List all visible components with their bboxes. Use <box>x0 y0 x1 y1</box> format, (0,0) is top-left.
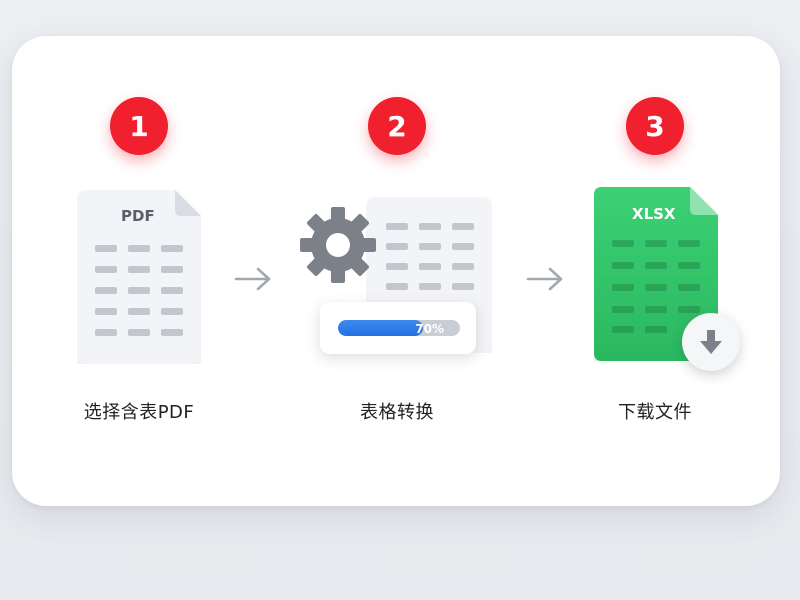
step-2-label: 表格转换 <box>360 402 434 423</box>
gear-icon <box>300 207 376 283</box>
step-1-label: 选择含表PDF <box>83 402 195 423</box>
arrow-right-icon <box>234 267 271 291</box>
step-3-number: 3 <box>645 109 665 143</box>
download-arrow-icon <box>700 330 722 354</box>
xlsx-document-icon[interactable]: XLSX <box>594 187 718 361</box>
arrow-right-icon <box>526 267 563 291</box>
xlsx-label: XLSX <box>632 205 676 223</box>
pdf-label: PDF <box>121 207 155 225</box>
step-1-number: 1 <box>129 109 149 143</box>
step-2-badge: 2 <box>368 97 426 155</box>
pdf-document-icon[interactable]: PDF <box>77 190 201 364</box>
step-2-number: 2 <box>387 109 407 143</box>
step-1-badge: 1 <box>110 97 168 155</box>
progress-bar: 70% <box>338 320 460 336</box>
step-3-label: 下载文件 <box>618 402 692 423</box>
progress-fill <box>338 320 424 336</box>
download-button[interactable] <box>682 313 740 371</box>
progress-card: 70% <box>320 302 476 354</box>
progress-percent: 70% <box>415 322 444 336</box>
step-3-badge: 3 <box>626 97 684 155</box>
